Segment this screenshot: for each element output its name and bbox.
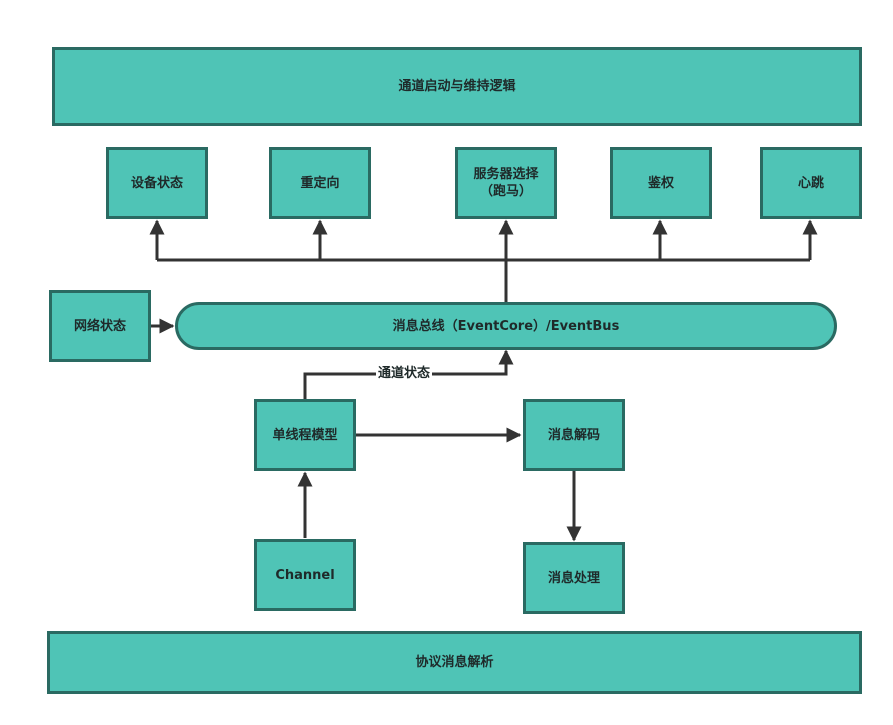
auth-box: 鉴权 (610, 147, 712, 219)
heartbeat-box: 心跳 (760, 147, 862, 219)
redirect-label: 重定向 (300, 175, 340, 191)
server-select-box: 服务器选择 （跑马） (455, 147, 557, 219)
channel-status-edge-label: 通道状态 (376, 366, 433, 382)
top-logic-box: 通道启动与维持逻辑 (52, 47, 862, 126)
event-bus-label: 消息总线（EventCore）/EventBus (392, 318, 620, 334)
decode-box: 消息解码 (523, 399, 625, 471)
process-box: 消息处理 (523, 542, 625, 614)
top-logic-label: 通道启动与维持逻辑 (398, 79, 516, 94)
network-status-box: 网络状态 (49, 290, 151, 362)
protocol-box: 协议消息解析 (47, 631, 862, 694)
event-bus-box: 消息总线（EventCore）/EventBus (175, 302, 837, 350)
redirect-box: 重定向 (269, 147, 371, 219)
heartbeat-label: 心跳 (797, 175, 824, 191)
server-select-label: 服务器选择 （跑马） (473, 167, 539, 199)
channel-box: Channel (254, 539, 356, 611)
device-status-box: 设备状态 (106, 147, 208, 219)
process-label: 消息处理 (547, 570, 600, 586)
auth-label: 鉴权 (647, 175, 674, 191)
protocol-label: 协议消息解析 (415, 655, 494, 670)
bus-to-modules-connector (149, 219, 818, 302)
channel-label: Channel (275, 567, 335, 583)
decode-label: 消息解码 (547, 427, 600, 443)
device-status-label: 设备状态 (130, 175, 183, 191)
single-thread-label: 单线程模型 (272, 427, 338, 443)
network-status-label: 网络状态 (73, 318, 126, 334)
single-thread-box: 单线程模型 (254, 399, 356, 471)
